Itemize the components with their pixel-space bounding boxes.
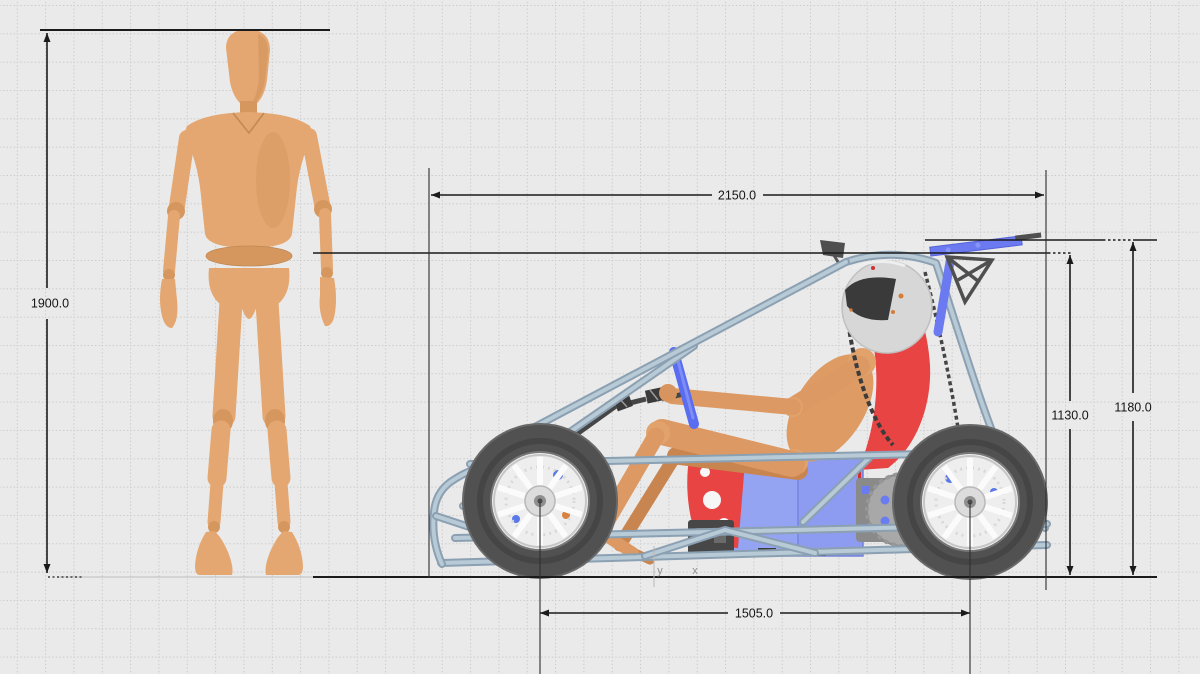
dimension-label-vehicle-length[interactable]: 2150.0 [718,188,756,202]
kart-model[interactable] [429,232,1051,580]
dimension-wheelbase: 1505.0 [540,606,970,620]
driver-helmet [841,260,933,354]
dimension-cockpit-height: 1130.0 [1051,255,1089,575]
mannequin-waist-joint [205,245,293,267]
origin-y-label: y [657,565,663,577]
dimension-vehicle-length: 2150.0 [431,188,1044,202]
dimension-label-cockpit-height[interactable]: 1130.0 [1051,408,1088,422]
mannequin-left-arm [160,130,195,328]
mannequin-pelvis [208,268,290,319]
wing-truss [944,255,996,306]
sketch-origin: y x [653,546,698,587]
standing-mannequin-model[interactable] [160,29,336,575]
mannequin-torso [184,112,313,249]
mannequin-right-arm [301,128,336,327]
front-wheel [462,423,618,579]
dimension-label-wheelbase[interactable]: 1505.0 [735,606,773,620]
rear-wheel [892,424,1048,580]
mannequin-left-leg [195,290,243,575]
kart-rear-wing [929,232,1042,337]
origin-x-label: x [692,565,698,577]
dimension-overall-height: 1180.0 [1114,242,1152,575]
helmet-visor [845,277,896,321]
mannequin-right-leg [255,290,303,575]
dimension-label-human-height[interactable]: 1900.0 [31,296,69,310]
mannequin-torso-shade [256,132,290,228]
mannequin-head-shade [250,34,268,107]
reference-lines [40,29,1157,674]
kart-steering [536,347,699,465]
driver-hand [659,384,677,402]
dimension-human-height: 1900.0 [31,33,69,573]
dimension-label-overall-height[interactable]: 1180.0 [1114,400,1151,414]
mannequin-collar-line [232,112,265,135]
